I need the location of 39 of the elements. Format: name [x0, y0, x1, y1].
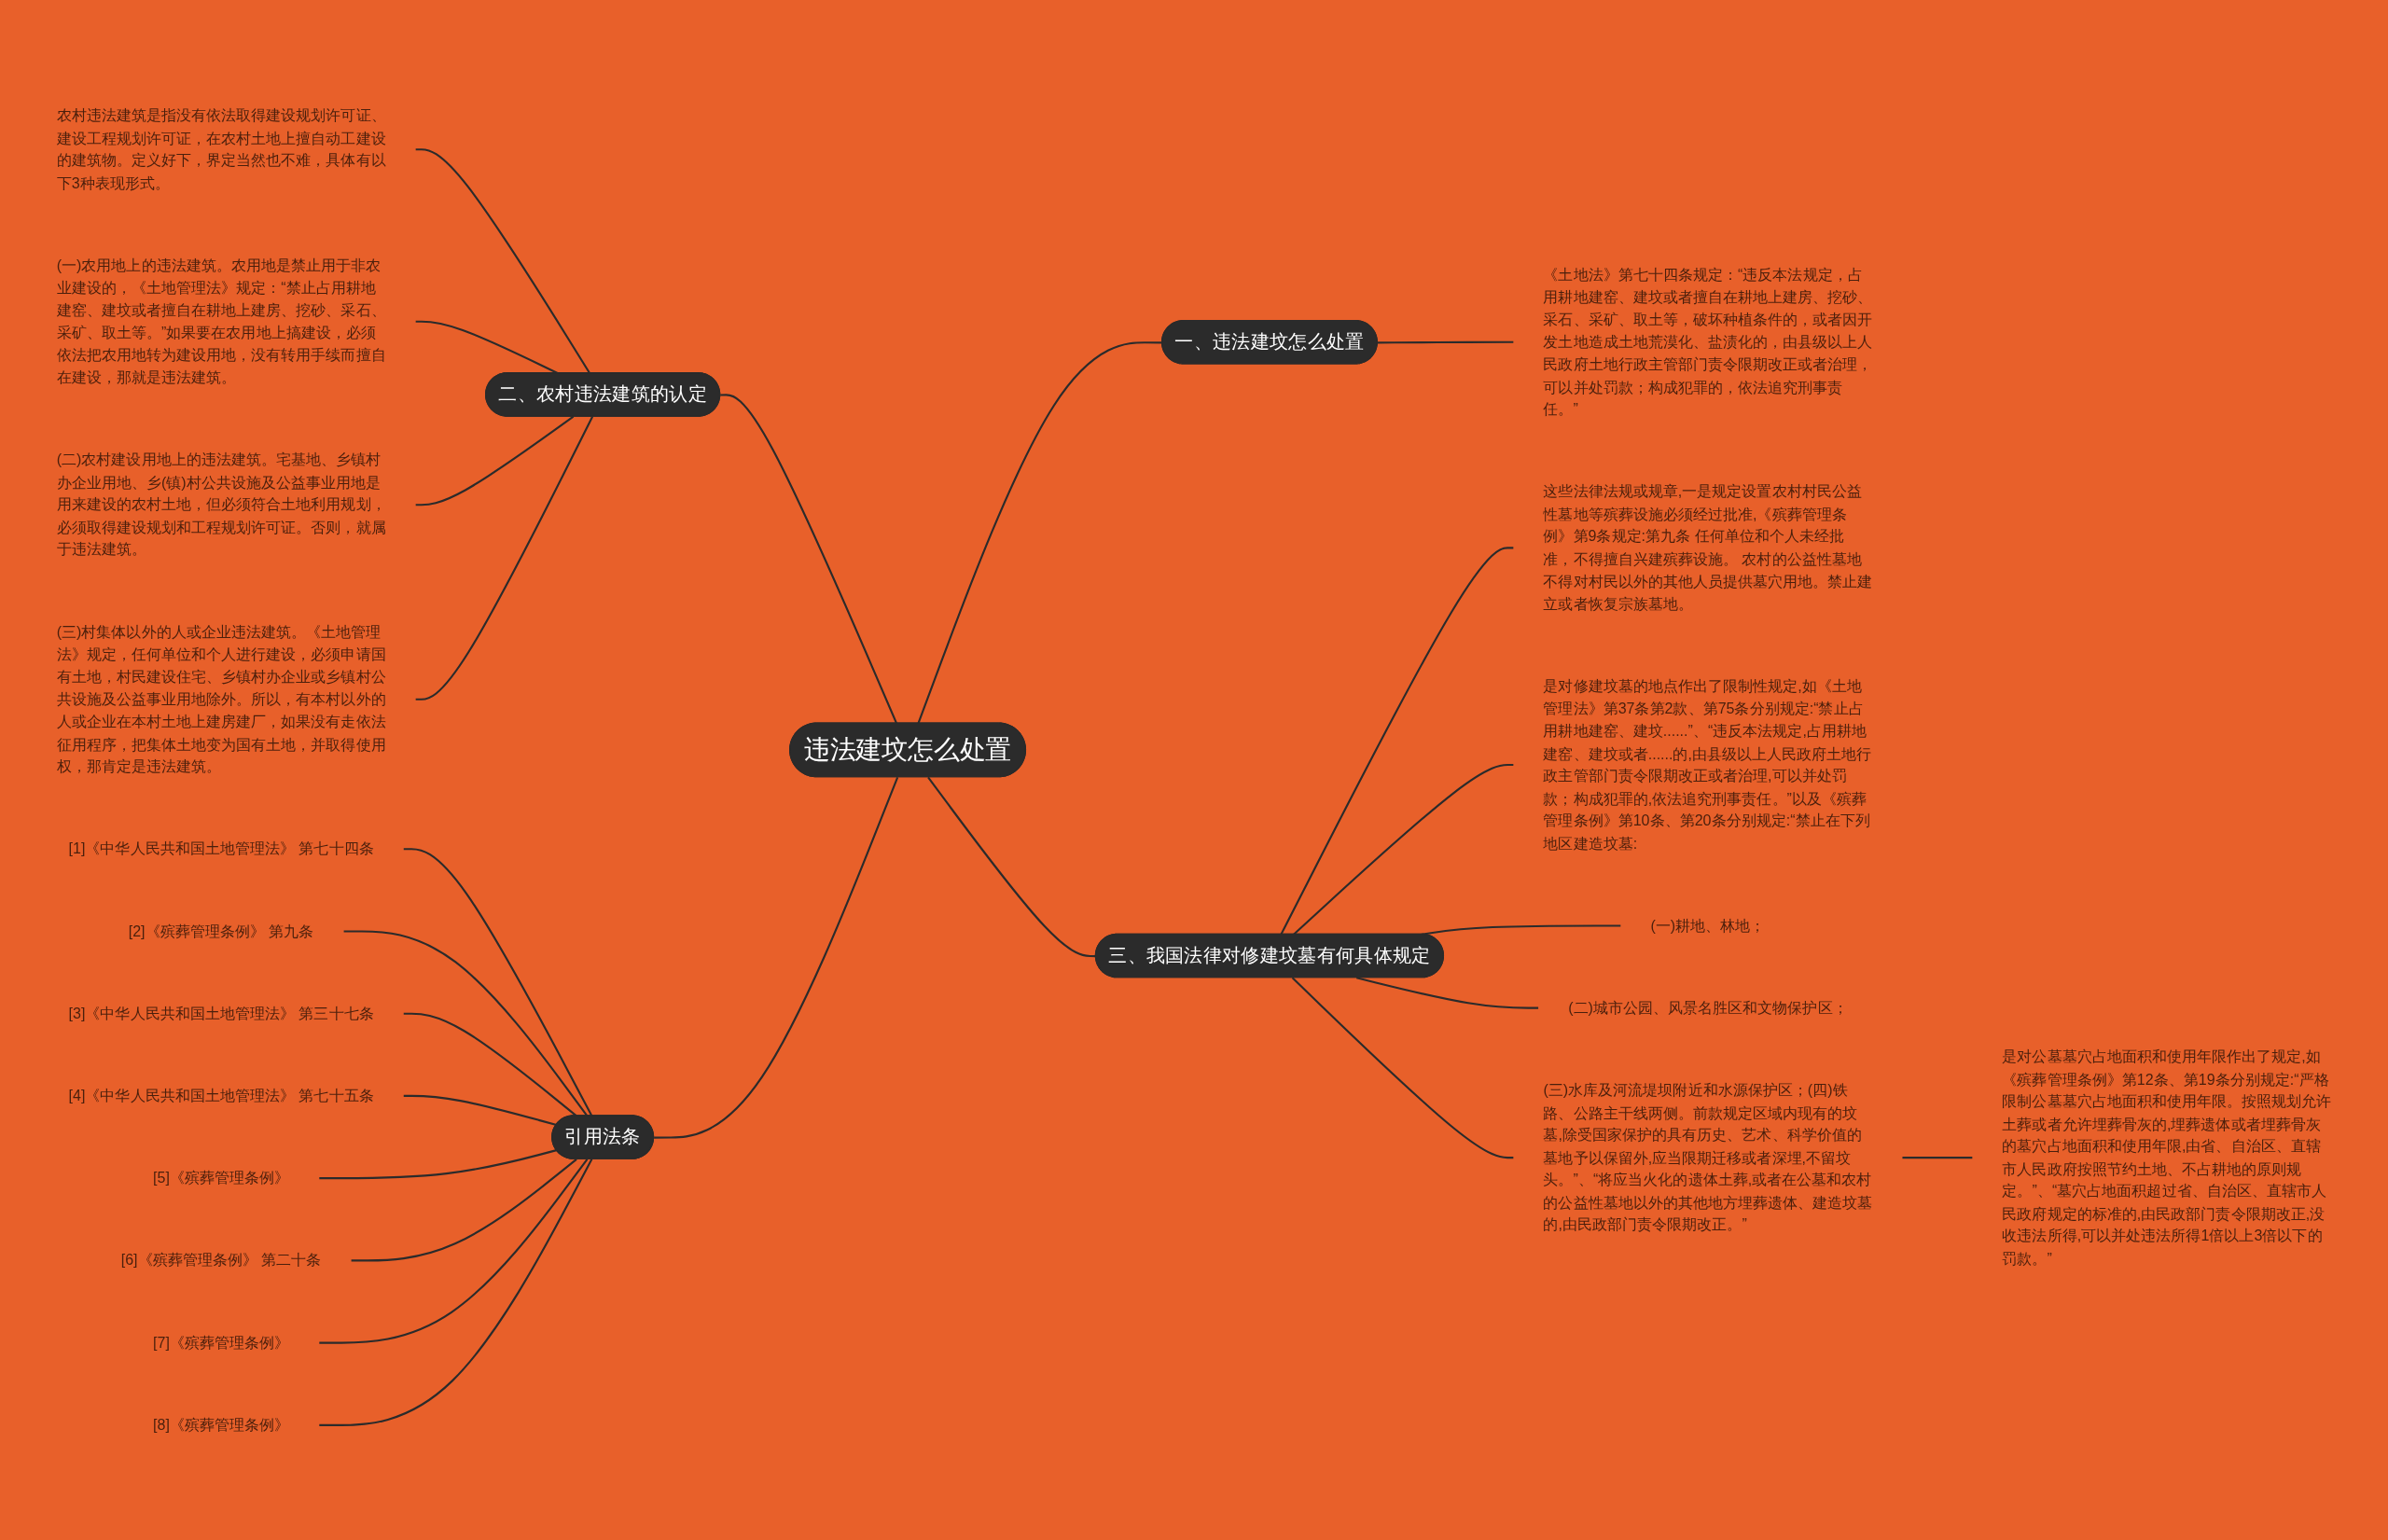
connector [319, 1158, 589, 1344]
node-text: 是对修建坟墓的地点作出了限制性规定,如《土地管理法》第37条第2款、第75条分别规定:“禁止占用耕地建窑、建坟......”、“违反本法规定,占用耕地建窑、建坟或者......的,由县级以上人民政府土地行政主管部门责令限期改正或者治理,可以并处罚款；构成犯罪的,依法追究刑事责任。”以及《殡葬管理条例》第10条、第20条分别规定:“禁止在下列地区建造坟墓: [1543, 676, 1872, 851]
connector [1291, 977, 1514, 1158]
connector [415, 415, 593, 701]
node-text: [7]《殡葬管理条例》 [153, 1333, 290, 1351]
connector [1280, 546, 1514, 935]
connector [319, 1158, 593, 1426]
connector [720, 393, 898, 724]
node-text: (二)农村建设用地上的违法建筑。宅基地、乡镇村办企业用地、乡(镇)村公共设施及公益事业用地是用来建设的农村土地，但必须符合土地利用规划，必须取得建设规划和工程规划许可证。否则，就属于违法建筑。 [56, 450, 386, 558]
connector [403, 1012, 577, 1117]
node-text: [6]《殡葬管理条例》 第二十条 [120, 1251, 322, 1269]
node-text: [5]《殡葬管理条例》 [153, 1168, 290, 1186]
connector [654, 776, 899, 1139]
node-text: (三)水库及河流堤坝附近和水源保护区；(四)铁路、公路主干线两侧。前款规定区域内现有的坟墓,除受国家保护的具有历史、艺术、科学价值的墓地予以保留外,应当限期迁移或者深埋,不留坟头。”、“将应当火化的遗体土葬,或者在公墓和农村的公益性墓地以外的其他地方埋葬遗体、建造坟墓的,由民政部门责令限期改正。” [1543, 1080, 1873, 1233]
node-text: 农村违法建筑是指没有依法取得建设规划许可证、建设工程规划许可证，在农村土地上擅自动工建设的建筑物。定义好下，界定当然也不难，具体有以下3种表现形式。 [56, 105, 386, 191]
node-text: [8]《殡葬管理条例》 [153, 1415, 290, 1433]
connector [415, 320, 559, 374]
node-text: [1]《中华人民共和国土地管理法》 第七十四条 [68, 839, 374, 857]
connector [351, 1158, 577, 1261]
connector [343, 929, 589, 1117]
connector [1356, 976, 1539, 1009]
connector [319, 1148, 557, 1179]
connector [927, 776, 1096, 957]
connector [415, 147, 591, 374]
node-text: [3]《中华人民共和国土地管理法》 第三十七条 [68, 1004, 374, 1021]
node-text: (三)村集体以外的人或企业违法建筑。《土地管理法》规定，任何单位和个人进行建设，必须申请国有土地，村民建设住宅、乡镇村办企业或乡镇村公共设施及公益事业用地除外。所以，有本村以外的人或企业在本村土地上建房建厂，如果没有走依法征用程序，把集体土地变为国有土地，并取得使用权，那肯定是违法建筑。 [56, 622, 386, 774]
connector [415, 415, 575, 506]
connector [1377, 340, 1514, 343]
node-text: [4]《中华人民共和国土地管理法》 第七十五条 [68, 1086, 374, 1103]
connector [403, 1094, 557, 1126]
node-text: 是对公墓墓穴占地面积和使用年限作出了规定,如《殡葬管理条例》第12条、第19条分别规定:“严格限制公墓墓穴占地面积和使用年限。按照规划允许土葬或者允许埋葬骨灰的,埋葬遗体或者埋葬骨灰的墓穴占地面积和使用年限,由省、自治区、直辖市人民政府按照节约土地、不占耕地的原则规定。”、“墓穴占地面积超过省、自治区、直辖市人民政府规定的标准的,由民政部门责令限期改正,没收违法所得,可以并处违法所得1倍以上3倍以下的罚款。” [2002, 1047, 2332, 1267]
node-text: (二)城市公园、风景名胜区和文物保护区； [1568, 998, 1848, 1016]
connector [1902, 1156, 1973, 1158]
node-text: 《土地法》第七十四条规定：“违反本法规定，占用耕地建窑、建坟或者擅自在耕地上建房、挖砂、采石、采矿、取土等，破坏种植条件的，或者因开发土地造成土地荒漠化、盐渍化的，由县级以上人民政府土地行政主管部门责令限期改正或者治理，可以并处罚款；构成犯罪的，依法追究刑事责任。” [1543, 265, 1873, 417]
node-text: 这些法律法规或规章,一是规定设置农村村民公益性墓地等殡葬设施必须经过批准,《殡葬管理条例》第9条规定:第九条 任何单位和个人未经批准，不得擅自兴建殡葬设施。 农村的公益性墓地不得对村民以外的其他人员提供墓穴用地。禁止建立或者恢复宗族墓地。 [1543, 481, 1873, 612]
node-text: [2]《殡葬管理条例》 第九条 [128, 922, 314, 939]
node-text: (一)耕地、林地； [1650, 916, 1766, 934]
connector [403, 847, 593, 1117]
node-text: (一)农用地上的违法建筑。农用地是禁止用于非农业建设的，《土地管理法》规定：“禁止占用耕地建窑、建坟或者擅自在耕地上建房、挖砂、采石、采矿、取土等。”如果要在农用地上搞建设，必须依法把农用地转为建设用地，没有转用手续而擅自在建设，那就是违法建筑。 [56, 256, 386, 385]
